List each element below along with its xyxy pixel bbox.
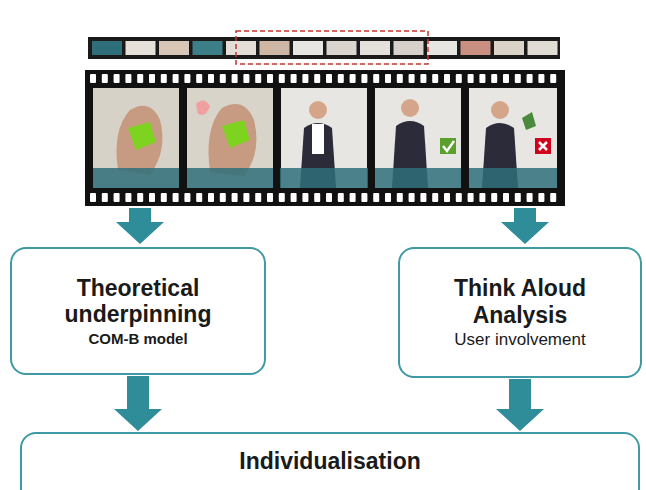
block-arrow (496, 379, 544, 431)
large-film-strip (85, 70, 565, 206)
outcome-box: Individualisation (20, 432, 640, 490)
box-heading: Individualisation (239, 448, 420, 474)
box-subtitle: COM-B model (88, 330, 187, 347)
box-subtitle: User involvement (454, 330, 585, 350)
method-box: Think Aloud AnalysisUser involvement (398, 247, 642, 378)
box-heading: Think Aloud Analysis (412, 275, 628, 328)
block-arrow (114, 376, 162, 431)
small-film-strip (88, 31, 560, 64)
strip-arrows (116, 208, 549, 244)
theory-box: Theoretical underpinningCOM-B model (10, 247, 266, 375)
box-heading: Theoretical underpinning (24, 275, 252, 328)
